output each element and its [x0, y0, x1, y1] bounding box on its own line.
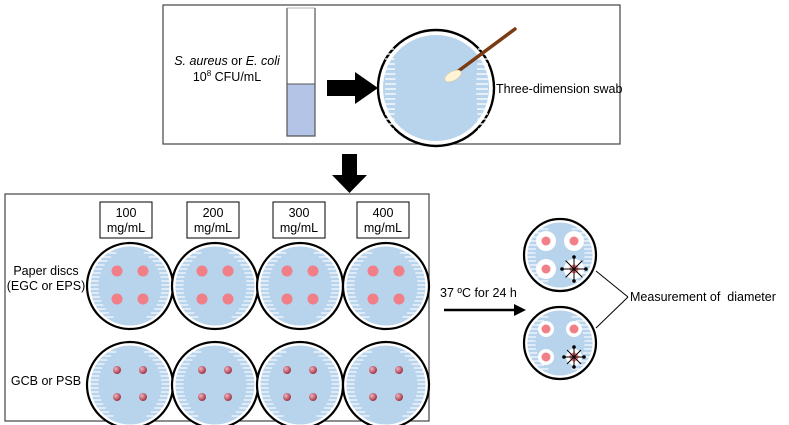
tube-liquid — [287, 84, 315, 136]
concentration-value: 100 — [116, 206, 137, 220]
paper-disc — [222, 293, 234, 305]
bead — [309, 366, 317, 374]
diameter-arrows-icon — [560, 255, 588, 283]
test-tube — [286, 7, 316, 137]
paper-disc — [137, 265, 149, 277]
paper-disc — [307, 293, 319, 305]
arrow-down-icon — [332, 154, 367, 193]
arrow-head-icon — [514, 304, 526, 316]
concentration-value: 200 — [203, 206, 224, 220]
bead — [224, 393, 232, 401]
paper-disc — [569, 324, 579, 334]
bead — [283, 366, 291, 374]
organism-label: S. aureus or E. coli — [174, 54, 281, 68]
result-plates — [522, 217, 598, 381]
measurement-label: Measurement of diameter — [630, 290, 776, 304]
agar-plate — [341, 241, 431, 331]
bead — [224, 366, 232, 374]
concentration-unit: mg/mL — [107, 221, 145, 235]
plate-grid — [85, 241, 431, 425]
concentration-box: 200 mg/mL — [186, 201, 240, 239]
agar-plate — [522, 217, 598, 293]
concentration-unit: mg/mL — [280, 221, 318, 235]
concentration-value: 300 — [289, 206, 310, 220]
paper-disc — [281, 293, 293, 305]
row1-label-line1: Paper discs — [13, 264, 78, 278]
agar-plate — [85, 241, 175, 331]
agar-plate — [341, 340, 431, 425]
arrow-right-icon — [327, 72, 378, 104]
paper-disc — [111, 293, 123, 305]
bead — [198, 393, 206, 401]
paper-disc — [367, 265, 379, 277]
concentration-unit: mg/mL — [364, 221, 402, 235]
bead — [139, 366, 147, 374]
bead — [395, 366, 403, 374]
agar-plate — [255, 340, 345, 425]
paper-disc — [541, 264, 551, 274]
callout-line — [595, 296, 629, 329]
agar-plate — [170, 241, 260, 331]
paper-disc — [541, 324, 551, 334]
top-panel-frame — [162, 4, 621, 145]
bead — [113, 393, 121, 401]
agar-plate — [170, 340, 260, 425]
bead — [139, 393, 147, 401]
swab-label: Three-dimension swab — [496, 82, 622, 96]
bead — [198, 366, 206, 374]
bead — [369, 393, 377, 401]
paper-disc — [367, 293, 379, 305]
concentration-box: 100 mg/mL — [99, 201, 153, 239]
paper-disc — [393, 293, 405, 305]
callout-line — [595, 270, 629, 298]
diameter-arrows-icon — [562, 345, 586, 369]
paper-disc — [541, 236, 551, 246]
paper-disc — [196, 293, 208, 305]
concentration-label: 108 CFU/mL — [193, 69, 261, 84]
paper-disc — [569, 236, 579, 246]
paper-disc — [222, 265, 234, 277]
agar-plate — [255, 241, 345, 331]
agar-plate — [522, 305, 598, 381]
concentration-box: 400 mg/mL — [356, 201, 410, 239]
bead — [369, 366, 377, 374]
paper-disc — [307, 265, 319, 277]
swab-plate — [376, 27, 517, 148]
swab-tip — [444, 69, 462, 83]
row2-label: GCB or PSB — [11, 374, 81, 388]
bead — [309, 393, 317, 401]
paper-disc — [281, 265, 293, 277]
paper-disc — [196, 265, 208, 277]
paper-disc — [111, 265, 123, 277]
concentration-unit: mg/mL — [194, 221, 232, 235]
paper-disc — [393, 265, 405, 277]
paper-disc — [541, 352, 551, 362]
bead — [283, 393, 291, 401]
agar-plate — [85, 340, 175, 425]
concentration-box: 300 mg/mL — [272, 201, 326, 239]
bead — [395, 393, 403, 401]
row1-label-line2: (EGC or EPS) — [7, 279, 86, 293]
incubation-label: 37 ºC for 24 h — [440, 286, 517, 300]
bead — [113, 366, 121, 374]
paper-disc — [137, 293, 149, 305]
swab-stick — [451, 27, 517, 77]
concentration-value: 400 — [373, 206, 394, 220]
